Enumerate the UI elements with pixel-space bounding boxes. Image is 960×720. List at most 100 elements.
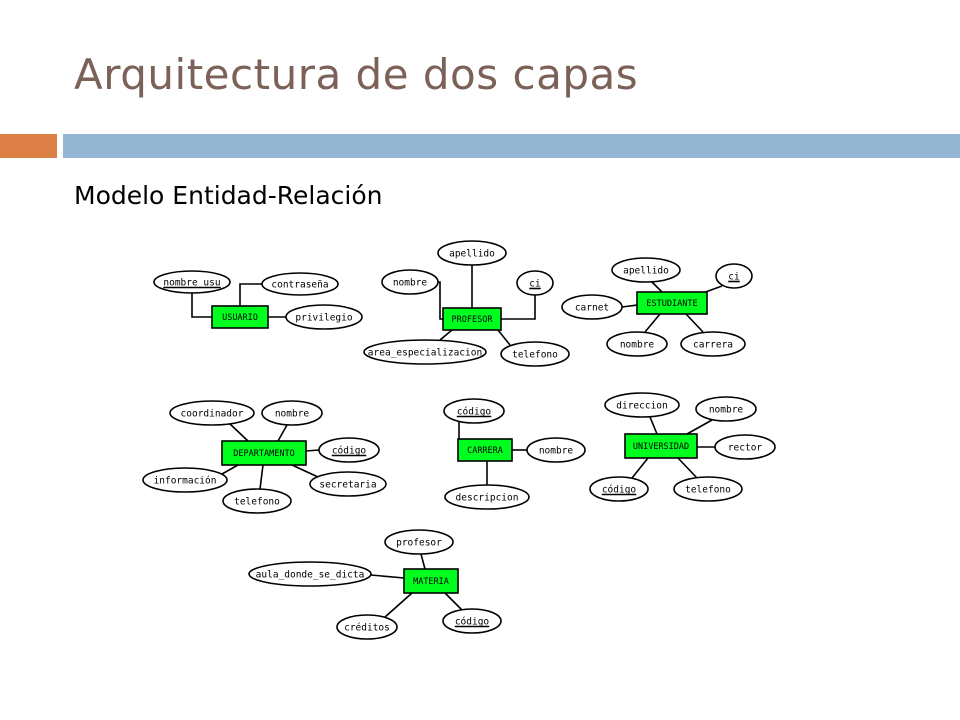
entity-group-materia: profesor aula_donde_se_dicta créditos códig… [248, 529, 502, 640]
entity-box-departamento [221, 440, 307, 466]
attribute-label: telefono [685, 484, 731, 495]
entity-label-estudiante: ESTUDIANTE [646, 299, 697, 309]
attribute-ellipse [500, 341, 570, 367]
attribute-label: nombre [620, 339, 655, 350]
connector-estudiante-3 [644, 313, 661, 333]
entity-box-universidad [624, 433, 698, 459]
attribute-ellipse [336, 614, 398, 640]
attribute-label: rector [728, 442, 763, 453]
attribute-ellipse [606, 331, 668, 357]
attribute-label: profesor [396, 537, 442, 548]
key-attribute-label: código [602, 484, 637, 495]
attribute-ellipse [309, 471, 387, 497]
entity-label-universidad: UNIVERSIDAD [633, 442, 689, 452]
entity-group-carrera: código nombre descripcion CARRERA [443, 398, 586, 510]
attribute-ellipse [384, 529, 454, 555]
attribute-ellipse [516, 270, 554, 296]
slide-subtitle: Modelo Entidad-Relación [74, 181, 383, 210]
entity-group-usuario: nombre_usu contraseña privilegio USUARIO [153, 270, 363, 330]
attribute-label: contraseña [271, 279, 328, 290]
attribute-ellipse [444, 484, 530, 510]
attribute-ellipse [714, 434, 776, 460]
attribute-ellipse [381, 269, 439, 295]
attribute-label: aula_donde_se_dicta [256, 569, 365, 580]
attribute-ellipse [142, 467, 228, 493]
connector-estudiante-2 [621, 304, 638, 308]
connector-estudiante-0 [651, 281, 663, 293]
attribute-label: descripcion [456, 492, 519, 503]
attribute-ellipse [611, 257, 681, 283]
attribute-label: créditos [344, 622, 390, 633]
entity-box-materia [403, 568, 459, 594]
attribute-label: nombre [709, 404, 744, 415]
entity-box-usuario [211, 305, 269, 329]
attribute-ellipse [222, 488, 292, 514]
connector-universidad-0 [649, 416, 658, 435]
entity-group-universidad: direccion nombre rector código telefono UNIVE… [589, 392, 776, 502]
attribute-ellipse [695, 396, 757, 422]
attribute-label: coordinador [181, 408, 244, 419]
attribute-label: información [154, 475, 217, 486]
connector-profesor-3 [439, 329, 453, 341]
attribute-ellipse [437, 240, 507, 266]
connector-universidad-4 [677, 457, 698, 479]
connector-departamento-5 [259, 464, 264, 490]
attribute-ellipse [261, 400, 323, 426]
attribute-ellipse [526, 437, 586, 463]
key-attribute-label: código [455, 616, 490, 627]
connector-materia-2 [384, 592, 413, 618]
connector-estudiante-4 [685, 313, 704, 333]
attribute-label: apellido [623, 265, 669, 276]
entity-label-profesor: PROFESOR [452, 315, 494, 325]
attribute-label: nombre [393, 277, 428, 288]
key-attribute-label: ci [728, 271, 740, 282]
attribute-label: carnet [575, 302, 609, 313]
key-attribute-label: código [332, 445, 367, 456]
entity-label-usuario: USUARIO [222, 313, 258, 323]
connector-profesor-4 [497, 329, 511, 346]
attribute-ellipse [285, 304, 363, 330]
entity-group-departamento: coordinador nombre código información secret… [142, 400, 387, 514]
attribute-label: nombre [539, 445, 574, 456]
connector-profesor-2 [501, 295, 536, 320]
attribute-label: privilegio [295, 312, 352, 323]
entity-box-estudiante [636, 291, 708, 315]
connector-departamento-3 [221, 464, 239, 475]
connector-materia-0 [420, 553, 426, 570]
entity-label-carrera: CARRERA [467, 446, 503, 456]
connector-departamento-1 [277, 424, 288, 442]
attribute-label: telefono [234, 496, 280, 507]
connector-materia-1 [370, 574, 405, 579]
key-attribute-label: nombre_usu [163, 277, 220, 288]
key-attribute-label: código [457, 406, 492, 417]
connector-universidad-3 [631, 457, 649, 479]
attribute-ellipse [248, 561, 372, 587]
title-accent-bar [0, 134, 57, 158]
title-divider-bar [63, 134, 960, 158]
attribute-label: apellido [449, 248, 495, 259]
attribute-ellipse [363, 339, 487, 365]
attribute-ellipse [715, 263, 753, 289]
attribute-ellipse [604, 392, 680, 418]
entity-box-carrera [457, 438, 513, 462]
entity-group-estudiante: apellido ci carnet nombre carrera ESTUDIANTE [561, 257, 753, 357]
attribute-label: nombre [275, 408, 310, 419]
connector-universidad-1 [686, 419, 713, 435]
connector-materia-3 [444, 592, 463, 611]
attribute-ellipse [261, 272, 339, 296]
key-attribute-label: ci [529, 278, 541, 289]
connector-departamento-2 [305, 449, 320, 452]
attribute-ellipse [680, 331, 746, 357]
entity-label-materia: MATERIA [413, 577, 449, 587]
entity-box-profesor [442, 307, 502, 331]
attribute-label: secretaria [319, 479, 376, 490]
connector-departamento-4 [291, 464, 319, 478]
attribute-label: carrera [693, 339, 733, 350]
connector-usuario-1 [239, 283, 262, 306]
attribute-label: telefono [512, 349, 558, 360]
attribute-label: direccion [616, 400, 667, 411]
attribute-ellipse [169, 400, 255, 426]
slide-title: Arquitectura de dos capas [74, 50, 639, 99]
